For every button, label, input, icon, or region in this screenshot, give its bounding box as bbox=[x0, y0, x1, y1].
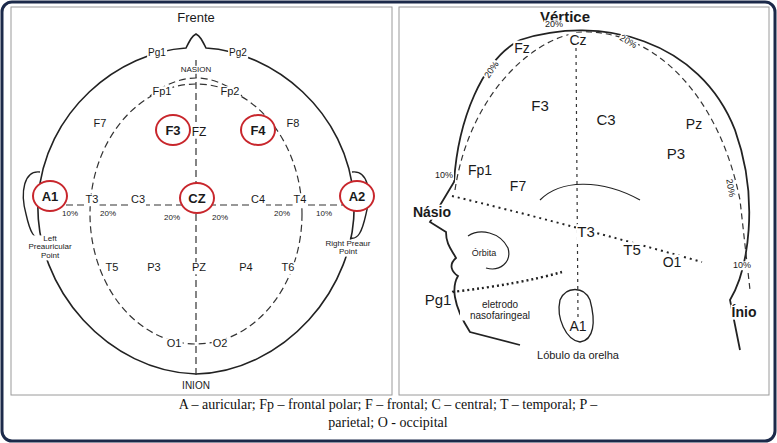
electrode-label: P4 bbox=[238, 262, 253, 274]
electrode-label: 20% bbox=[163, 214, 181, 222]
electrode-name: CZ bbox=[188, 191, 205, 206]
electrode-label: 10% bbox=[61, 210, 79, 218]
electrode-label: Pg1 bbox=[424, 292, 453, 308]
electrode-label: T5 bbox=[105, 262, 120, 274]
electrode-label: Fp2 bbox=[220, 86, 241, 98]
electrode-label: P3 bbox=[146, 262, 161, 274]
electrode-name: F3 bbox=[165, 123, 180, 138]
electrode-label: Pg1 bbox=[147, 48, 167, 59]
electrode-label: Fz bbox=[513, 41, 531, 56]
electrode-circle: A1 bbox=[32, 180, 68, 212]
electrode-label: 20% bbox=[211, 214, 229, 222]
electrode-label: Fp1 bbox=[152, 86, 173, 98]
electrode-label: Órbita bbox=[471, 249, 498, 258]
electrode-label: 20% bbox=[99, 210, 117, 218]
electrode-label: O2 bbox=[212, 338, 229, 350]
electrode-label: T4 bbox=[293, 194, 308, 206]
electrode-label: PZ bbox=[191, 262, 207, 274]
electrode-label: T3 bbox=[576, 224, 596, 240]
electrode-name: A1 bbox=[42, 189, 59, 204]
electrode-label: O1 bbox=[166, 338, 183, 350]
electrode-label: C3 bbox=[595, 112, 616, 128]
electrode-label: Ínio bbox=[731, 305, 758, 320]
electrode-label: 20% bbox=[273, 210, 291, 218]
electrode-label: T6 bbox=[281, 262, 296, 274]
electrode-label: F7 bbox=[509, 179, 527, 194]
electrode-label: F8 bbox=[286, 118, 301, 130]
caption: A – auricular; Fp – frontal polar; F – f… bbox=[173, 396, 603, 432]
electrode-label: Násio bbox=[412, 205, 452, 220]
electrode-circle: A2 bbox=[339, 180, 375, 212]
electrode-label: Pg2 bbox=[228, 48, 248, 59]
electrode-name: F4 bbox=[250, 123, 265, 138]
electrode-label: F3 bbox=[530, 98, 550, 114]
electrode-label: eletrodo nasofaringeal bbox=[460, 300, 540, 321]
electrode-label: INION bbox=[181, 381, 211, 392]
electrode-label: 10% bbox=[732, 261, 752, 270]
electrode-label: Pz bbox=[685, 117, 703, 132]
electrode-label: NASION bbox=[180, 66, 213, 74]
electrode-label: C3 bbox=[130, 194, 146, 206]
electrode-name: A2 bbox=[349, 189, 366, 204]
electrode-circle: F4 bbox=[240, 114, 276, 146]
electrode-label: 10% bbox=[315, 210, 333, 218]
electrode-label: Cz bbox=[568, 33, 587, 48]
electrode-label: Frente bbox=[176, 11, 216, 25]
electrode-label: F7 bbox=[93, 118, 108, 130]
electrode-label: O1 bbox=[662, 255, 683, 270]
electrode-label: Fp1 bbox=[467, 163, 493, 178]
electrode-label: A1 bbox=[568, 319, 587, 334]
electrode-label: P3 bbox=[666, 146, 686, 162]
electrode-circle: CZ bbox=[179, 182, 215, 214]
electrode-label: T5 bbox=[622, 242, 642, 258]
electrode-label: Right Preaur Point bbox=[321, 240, 375, 257]
electrode-label: C4 bbox=[250, 194, 266, 206]
electrode-label: 20% bbox=[544, 20, 564, 29]
electrode-label: Lóbulo da orelha bbox=[536, 350, 620, 362]
electrode-label: T3 bbox=[85, 194, 100, 206]
electrode-circle: F3 bbox=[155, 114, 191, 146]
electrode-label: 10% bbox=[434, 171, 454, 180]
electrode-label: Left Preauricular Point bbox=[21, 235, 79, 260]
electrode-label: FZ bbox=[191, 126, 208, 139]
